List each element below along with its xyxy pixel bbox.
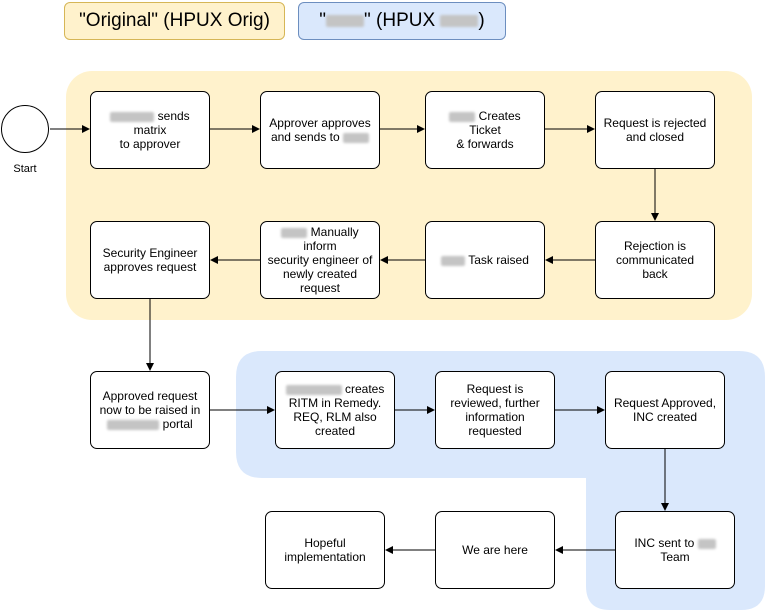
node-approver-approves-text2: and sends to	[270, 130, 340, 144]
node-sends-matrix-text: sends matrix	[133, 109, 190, 137]
node-rejection-communicated: Rejection is communicated back	[595, 221, 715, 299]
redacted-text	[281, 227, 308, 238]
redacted-text	[441, 255, 466, 266]
node-hopeful-text: Hopeful implementation	[284, 536, 366, 564]
redacted-text	[697, 538, 716, 549]
node-manually-inform: Manually inform security engineer of new…	[260, 221, 380, 299]
node-inc-sent-text2: Team	[660, 550, 690, 564]
node-creates-ticket: Creates Ticket & forwards	[425, 91, 545, 169]
node-creates-ritm: creates RITM in Remedy. REQ, RLM also cr…	[275, 371, 395, 449]
legend-new-prefix: "	[319, 10, 326, 31]
node-inc-sent-text: INC sent to	[634, 536, 695, 550]
redacted-text	[343, 132, 370, 143]
node-manually-inform-text2: security engineer of newly created reque…	[267, 253, 373, 295]
redacted-text	[440, 15, 479, 27]
node-security-engineer-text: Security Engineer approves request	[102, 246, 198, 274]
node-rejected-closed-text: Request is rejected and closed	[603, 116, 707, 144]
legend-new: " " (HPUX )	[298, 2, 506, 40]
start-node	[1, 105, 49, 153]
node-reviewed-text: Request is reviewed, further information…	[450, 382, 540, 438]
node-manually-inform-text: Manually inform	[303, 225, 359, 253]
node-approved-raised-text2: portal	[162, 417, 193, 431]
start-label: Start	[13, 163, 37, 175]
node-we-are-here-text: We are here	[462, 543, 528, 557]
legend-original-label: "Original" (HPUX Orig)	[79, 10, 270, 31]
node-task-raised-text: Task raised	[468, 253, 529, 267]
redacted-text	[107, 419, 160, 430]
node-approved-raised-text: Approved request now to be raised in	[99, 389, 201, 417]
redacted-text	[285, 384, 342, 395]
redacted-text	[110, 111, 155, 122]
node-inc-created-text: Request Approved, INC created	[613, 396, 717, 424]
node-task-raised: Task raised	[425, 221, 545, 299]
node-rejected-closed: Request is rejected and closed	[595, 91, 715, 169]
node-approver-approves: Approver approves and sends to	[260, 91, 380, 169]
legend-original: "Original" (HPUX Orig)	[64, 2, 285, 40]
node-security-engineer: Security Engineer approves request	[90, 221, 210, 299]
legend-new-suffix: )	[478, 10, 485, 31]
node-creates-ritm-text2: RITM in Remedy. REQ, RLM also created	[288, 396, 382, 438]
node-creates-ritm-text: creates	[344, 382, 385, 396]
node-creates-ticket-text2: & forwards	[456, 137, 514, 151]
node-approver-approves-text: Approver approves	[269, 116, 371, 130]
node-approved-raised: Approved request now to be raised in por…	[90, 371, 210, 449]
node-sends-matrix: sends matrix to approver	[90, 91, 210, 169]
node-creates-ticket-text: Creates Ticket	[469, 109, 521, 137]
node-hopeful: Hopeful implementation	[265, 511, 385, 589]
node-inc-created: Request Approved, INC created	[605, 371, 725, 449]
node-we-are-here: We are here	[435, 511, 555, 589]
node-reviewed: Request is reviewed, further information…	[435, 371, 555, 449]
node-sends-matrix-text2: to approver	[119, 137, 181, 151]
node-inc-sent: INC sent to Team	[615, 511, 735, 589]
redacted-text	[326, 15, 364, 27]
original-process-region	[66, 71, 752, 320]
redacted-text	[449, 111, 476, 122]
node-rejection-communicated-text: Rejection is communicated back	[615, 239, 695, 281]
legend-new-mid: " (HPUX	[364, 10, 441, 31]
